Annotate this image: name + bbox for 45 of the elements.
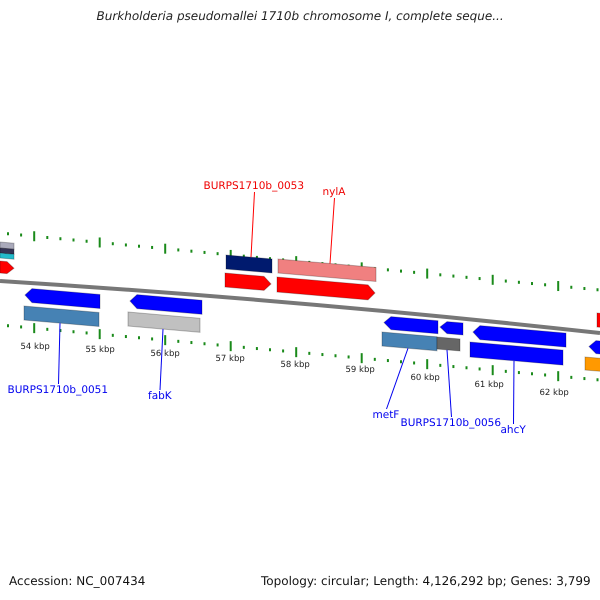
gene-bar [128, 311, 200, 333]
gene-bar [129, 294, 202, 315]
gene-label: BURPS1710b_0053 [204, 180, 304, 192]
gene-bar [584, 356, 600, 372]
gene-bar [0, 252, 14, 260]
gene-bar [224, 272, 272, 291]
chart-title: Burkholderia pseudomallei 1710b chromosome I, complete seque... [96, 10, 504, 22]
gene-bar [588, 340, 600, 355]
leader-line [250, 192, 255, 258]
gene-bar [472, 325, 566, 348]
gene-bar [24, 288, 100, 310]
tick-label: 54 kbp [20, 341, 50, 353]
gene-bar [596, 312, 600, 328]
tick-label: 61 kbp [474, 379, 504, 391]
leader-line [386, 348, 408, 410]
tick-label: 58 kbp [280, 359, 310, 371]
tick-label: 60 kbp [410, 372, 440, 384]
tick-label: 62 kbp [540, 387, 569, 399]
gene-label: nylA [322, 186, 346, 198]
tick-label: 57 kbp [216, 353, 245, 365]
gene-bar [470, 341, 564, 366]
gene-bar [0, 260, 15, 274]
tick-label: 55 kbp [86, 344, 115, 356]
gene-label: metF [372, 409, 400, 421]
gene-bar [24, 305, 100, 328]
gene-bar [382, 331, 438, 352]
accession-text: Accession: NC_007434 [9, 575, 146, 587]
leader-line [58, 322, 60, 384]
gene-label: fabK [148, 390, 172, 402]
summary-text: Topology: circular; Length: 4,126,292 bp; Genes: 3,799 [261, 575, 591, 587]
gene-label: BURPS1710b_0051 [8, 384, 108, 396]
leader-line [513, 360, 514, 424]
gene-label: BURPS1710b_0056 [400, 417, 502, 429]
gene-bar [226, 254, 272, 274]
leader-line [446, 349, 452, 418]
tick-label: 59 kbp [346, 364, 375, 376]
gene-bar [278, 258, 376, 282]
gene-bar [436, 336, 460, 352]
gene-bar [276, 276, 376, 300]
gene-bar [439, 321, 464, 336]
gene-bar [0, 241, 14, 250]
leader-line [160, 328, 164, 390]
gene-label: ahcY [500, 424, 526, 436]
tick-label: 56 kbp [150, 348, 180, 360]
leader-line [330, 198, 335, 264]
